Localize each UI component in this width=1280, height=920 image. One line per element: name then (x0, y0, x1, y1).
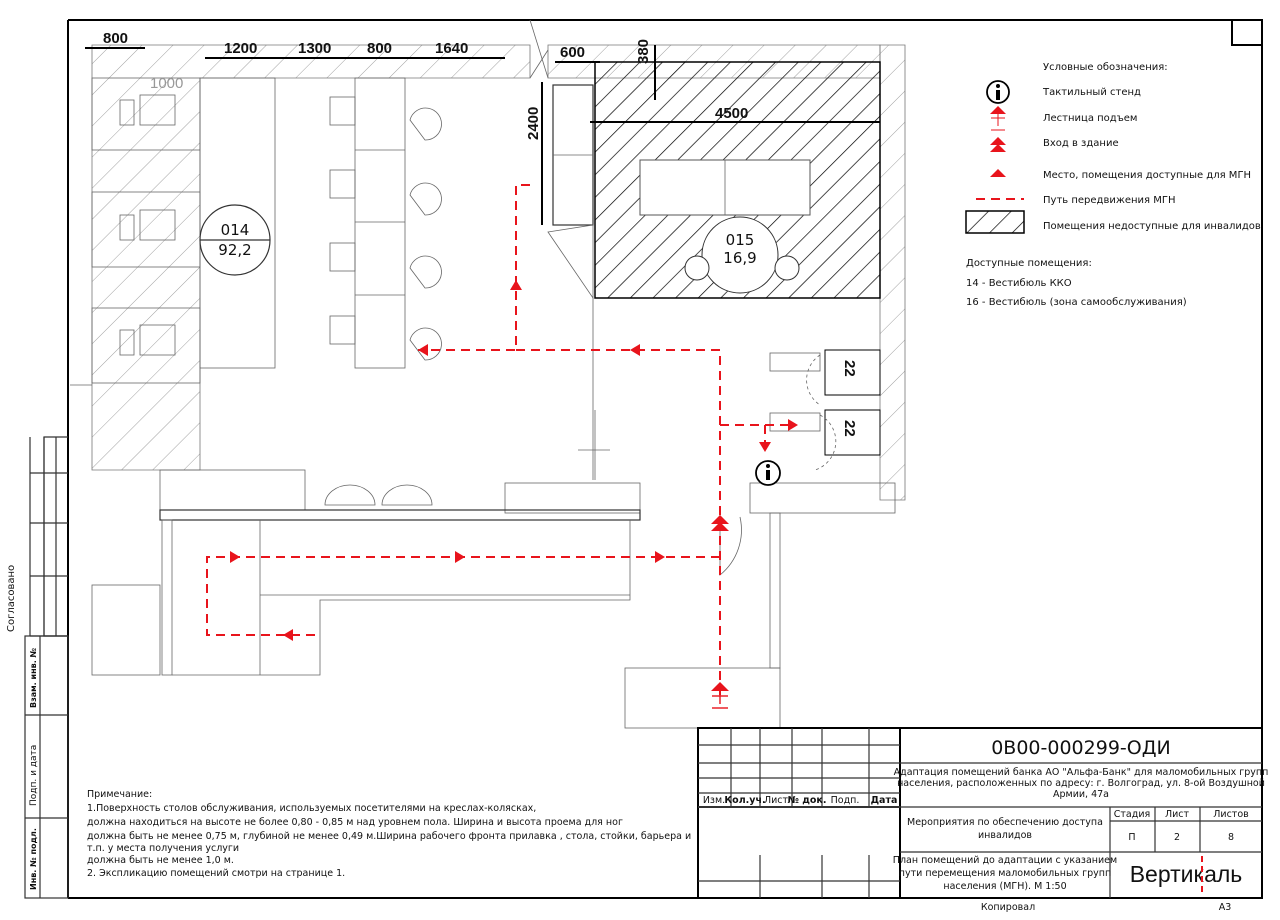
room-area: 92,2 (218, 241, 251, 259)
mgn-route (206, 184, 798, 709)
atm-units: 22 22 (769, 349, 881, 471)
room-014: 014 92,2 (199, 77, 276, 369)
title-block: Изм. Кол.уч. Лист № док. Подп. Дата 0В00… (697, 727, 1269, 913)
dimension-label: 1200 (224, 40, 257, 57)
stage-value: П (1128, 832, 1135, 843)
stage-label: Стадия (1114, 809, 1150, 820)
route-arrow (759, 442, 771, 452)
atm-number: 22 (841, 360, 858, 377)
service-desks (329, 77, 442, 369)
section-title-line: инвалидов (978, 830, 1032, 841)
sheet-label: Лист (1165, 809, 1190, 820)
room-number: 015 (726, 231, 755, 249)
stair-lift-icon (990, 106, 1006, 131)
dimension-label: 800 (367, 40, 392, 57)
dimension-label: 2400 (525, 107, 542, 140)
note-line: должна быть не менее 1,0 м. (87, 855, 234, 866)
legend-label: Лестница подъем (1043, 113, 1137, 124)
stamp-label: Взам. инв. № (29, 647, 38, 708)
side-stamp: Согласовано Взам. инв. № Подп. и дата Ин… (6, 436, 69, 899)
sheet-value: 2 (1174, 832, 1180, 843)
dimension-lines: 800 1200 1300 800 1640 600 380 1000 2400… (85, 30, 880, 225)
drawing-title-line: населения (МГН). М 1:50 (943, 881, 1066, 892)
route-arrow (418, 344, 428, 356)
note-line: т.п. у места получения услуги (87, 843, 239, 854)
route-arrow (788, 419, 798, 431)
route-arrow (655, 551, 665, 563)
column-label: Подп. (831, 795, 860, 806)
stamp-label: Подп. и дата (29, 745, 39, 806)
route-arrow (510, 280, 522, 290)
notes: Примечание: 1.Поверхность столов обслужи… (87, 789, 691, 879)
legend-title: Условные обозначения: (1043, 62, 1168, 73)
legend-label: Помещения недоступные для инвалидов (1043, 221, 1261, 232)
legend: Условные обозначения: Тактильный стенд Л… (965, 62, 1261, 308)
legend-label: Путь передвижения МГН (1043, 195, 1175, 206)
dimension-label: 380 (635, 39, 652, 64)
document-code: 0В00-000299-ОДИ (991, 737, 1171, 759)
dimension-label: 1300 (298, 40, 331, 57)
dimension-label: 1000 (150, 75, 183, 92)
column-label: № док. (788, 795, 827, 806)
note-line: должна быть не менее 0,75 м, глубиной не… (87, 831, 691, 842)
column-label: Лист (764, 795, 789, 806)
note-line: должна находиться на высоте не более 0,8… (87, 817, 623, 828)
copied-label: Копировал (981, 902, 1035, 913)
column-label: Дата (871, 795, 898, 806)
cabinet (547, 84, 594, 480)
dimension-label: 4500 (715, 105, 748, 122)
company-name: Вертикаль (1130, 861, 1243, 887)
legend-label: Место, помещения доступные для МГН (1043, 170, 1251, 181)
sheets-value: 8 (1228, 832, 1234, 843)
project-title-line: Адаптация помещений банка АО "Альфа-Банк… (894, 767, 1269, 778)
building-entrance-icon (990, 137, 1006, 152)
accessible-room: 16 - Вестибюль (зона самообслуживания) (966, 297, 1187, 308)
column-label: Изм. (703, 795, 725, 806)
legend-label: Тактильный стенд (1042, 87, 1141, 98)
accessible-room: 14 - Вестибюль ККО (966, 278, 1072, 289)
dimension-label: 1640 (435, 40, 468, 57)
drawing-title-line: План помещений до адаптации с указанием (893, 855, 1117, 866)
route-arrow (283, 629, 293, 641)
route-arrow (455, 551, 465, 563)
tactile-stand-icon (986, 80, 1010, 104)
room-area: 16,9 (723, 249, 756, 267)
company-logo: Вертикаль (1130, 856, 1243, 896)
legend-label: Вход в здание (1043, 138, 1119, 149)
room-015-inaccessible: 015 16,9 (594, 61, 881, 299)
section-title-line: Мероприятия по обеспечению доступа (907, 817, 1103, 828)
accessible-rooms-title: Доступные помещения: (966, 258, 1092, 269)
route-arrow (630, 344, 640, 356)
format-label: А3 (1219, 902, 1232, 913)
route-arrow (230, 551, 240, 563)
column-label: Кол.уч. (724, 795, 765, 806)
atm-number: 22 (841, 420, 858, 437)
building-entrance-icon (711, 515, 729, 531)
sheets-label: Листов (1213, 809, 1249, 820)
tactile-stand-icon (755, 460, 781, 486)
drawing-title-line: пути перемещения маломобильных групп (899, 868, 1111, 879)
room-number: 014 (221, 221, 250, 239)
lower-counters (91, 410, 896, 729)
project-title-line: Армии, 47а (1053, 789, 1109, 800)
accessible-place-icon (990, 169, 1006, 177)
agreed-label: Согласовано (6, 565, 17, 632)
hatch-icon (965, 210, 1025, 234)
project-title-line: населения, расположенных по адресу: г. В… (897, 778, 1265, 789)
stamp-label: Инв. № подл. (29, 828, 38, 890)
dimension-label: 800 (103, 30, 128, 47)
note-line: 2. Экспликацию помещений смотри на стран… (87, 868, 345, 879)
notes-title: Примечание: (87, 789, 152, 800)
stair-lift-icon (711, 682, 729, 709)
dimension-label: 600 (560, 44, 585, 61)
note-line: 1.Поверхность столов обслуживания, испол… (87, 803, 536, 814)
